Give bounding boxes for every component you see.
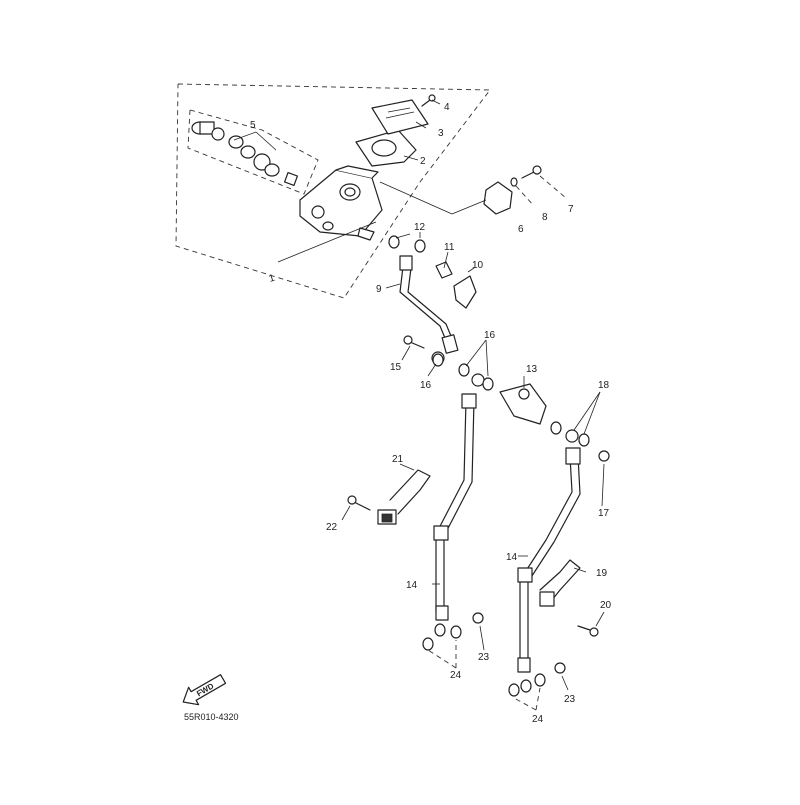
callout-7: 7	[568, 204, 574, 215]
callout-10: 10	[472, 260, 484, 271]
holder-bolt	[510, 165, 567, 207]
callout-2: 2	[420, 156, 426, 167]
callout-numbers: 1 2 3 4 5 6 7 8 9 10 11 12 13 14 14 15 1…	[250, 102, 612, 725]
callout-22: 22	[326, 522, 338, 533]
callout-21: 21	[392, 454, 404, 465]
right-brake-hose	[508, 447, 581, 697]
callout-18: 18	[598, 380, 610, 391]
callout-5: 5	[250, 120, 256, 131]
piston-kit	[191, 121, 299, 187]
left-brake-hose	[422, 393, 484, 651]
reservoir-cap	[371, 99, 429, 135]
callout-9: 9	[376, 284, 382, 295]
clamp-bolt-right	[577, 625, 599, 637]
callout-15: 15	[390, 362, 402, 373]
fwd-arrow-icon: FWD	[182, 674, 227, 706]
callout-16-top: 16	[484, 330, 496, 341]
callout-11: 11	[444, 242, 455, 253]
callout-20: 20	[600, 600, 612, 611]
brake-joint	[499, 383, 610, 462]
callout-14-left: 14	[406, 580, 418, 591]
master-cylinder-body	[299, 165, 383, 241]
callout-8: 8	[542, 212, 548, 223]
callout-17: 17	[598, 508, 610, 519]
right-hose-clamp	[539, 559, 581, 607]
master-cylinder-boundary	[175, 83, 491, 299]
callout-24-left: 24	[450, 670, 462, 681]
left-hose-clamp	[377, 469, 431, 525]
holder	[379, 181, 513, 215]
callout-16-left: 16	[420, 380, 432, 391]
callout-19: 19	[596, 568, 608, 579]
leader-lines	[233, 99, 605, 711]
clamp-bolt-left	[347, 495, 371, 511]
callout-6: 6	[518, 224, 524, 235]
callout-23-left: 23	[478, 652, 490, 663]
callout-4: 4	[444, 102, 450, 113]
union-bolt-assembly	[388, 235, 477, 309]
callout-23-right: 23	[564, 694, 576, 705]
callout-1: 1	[268, 273, 277, 285]
upper-union-bolt	[403, 335, 494, 391]
diaphragm	[355, 129, 417, 167]
cap-screw	[421, 94, 436, 107]
callout-13: 13	[526, 364, 538, 375]
callout-3: 3	[438, 128, 444, 139]
callout-14-right: 14	[506, 552, 518, 563]
callout-12: 12	[414, 222, 426, 233]
callout-24-right: 24	[532, 714, 544, 725]
diagram-code: 55R010-4320	[184, 712, 239, 722]
